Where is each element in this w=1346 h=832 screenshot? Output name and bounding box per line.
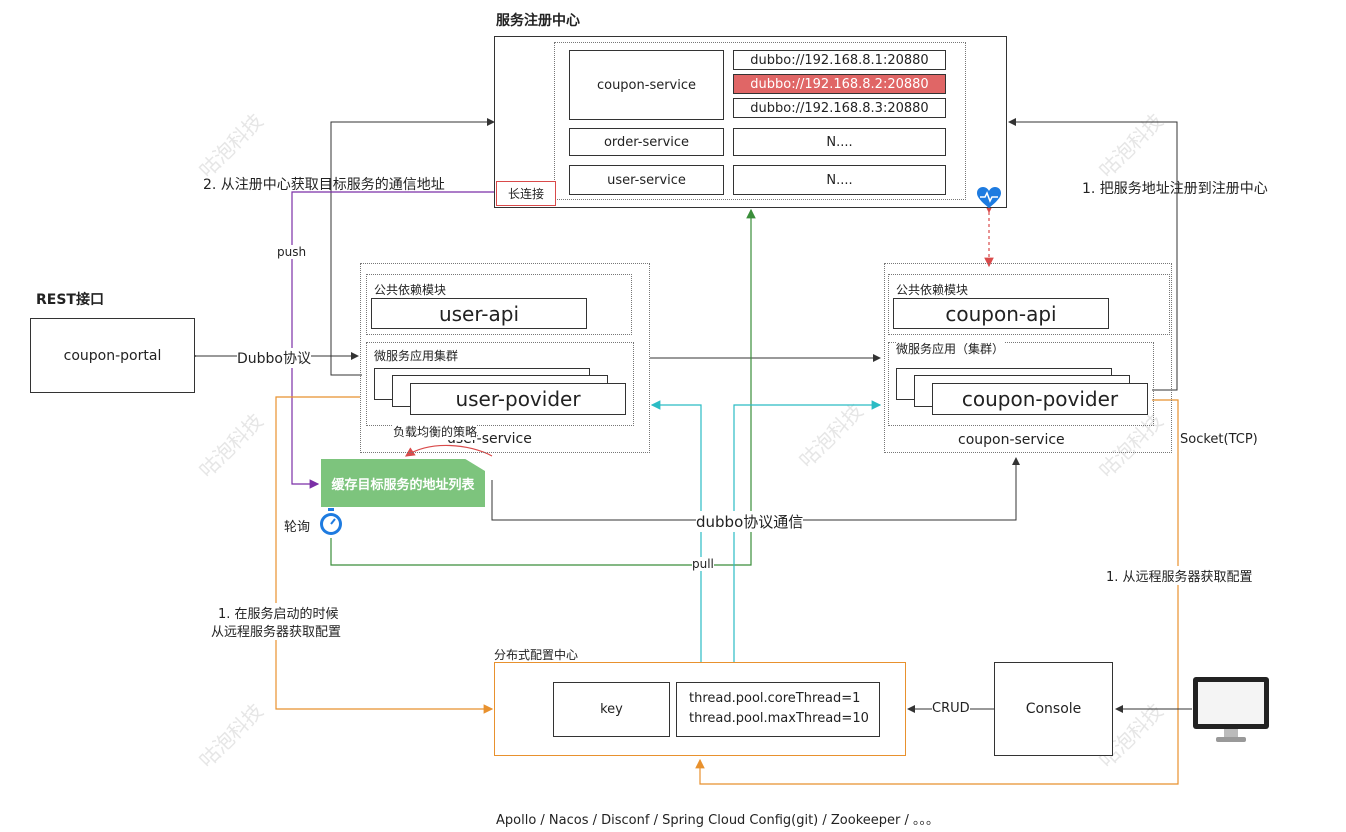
user-common-label: 公共依赖模块 [374,283,447,297]
config-value: thread.pool.coreThread=1 [689,691,861,706]
user-cluster-label: 微服务应用集群 [374,349,459,363]
crud-label: CRUD [932,701,970,716]
registry-inner [554,42,966,200]
load-balance-label: 负载均衡的策略 [393,423,478,440]
registry-title: 服务注册中心 [496,13,580,29]
coupon-cluster [888,342,1154,426]
monitor-icon [1192,676,1270,744]
address-cache-note: 缓存目标服务的地址列表 [321,459,485,507]
user-common-module [366,274,632,335]
heartbeat-icon [976,186,1002,210]
user-provider-box: user-povider [410,383,626,415]
rest-title: REST接口 [36,292,104,308]
pull-label: pull [692,557,714,571]
coupon-cluster-label: 微服务应用（集群） [896,340,1005,357]
registry-service-user: user-service [569,165,724,195]
dubbo-comm-label: dubbo协议通信 [696,511,804,532]
address-cell-highlighted: dubbo://192.168.8.2:20880 [733,74,946,94]
registry-service-order: order-service [569,128,724,156]
startup-label-2: 从远程服务器获取配置 [211,621,342,640]
push-label: push [277,245,307,259]
user-cluster [366,342,634,426]
coupon-common-module [888,274,1170,335]
coupon-service-name: coupon-service [958,432,1065,448]
address-cell: dubbo://192.168.8.3:20880 [733,98,946,118]
config-value: thread.pool.maxThread=10 [689,711,869,726]
address-cell: N.... [733,128,946,156]
registry-service-coupon: coupon-service [569,50,724,120]
step2-label: 2. 从注册中心获取目标服务的通信地址 [203,177,445,193]
user-service-box [360,263,650,453]
config-center-title: 分布式配置中心 [494,648,579,662]
coupon-provider-box: coupon-povider [932,383,1148,415]
config-values-box: thread.pool.coreThread=1 thread.pool.max… [676,682,880,737]
user-api-box: user-api [371,298,587,329]
remote-config-label: 1. 从远程服务器获取配置 [1106,566,1253,585]
step1-label: 1. 把服务地址注册到注册中心 [1082,181,1268,197]
coupon-service-box [884,263,1172,453]
poll-label: 轮询 [284,520,311,535]
long-connection-label: 长连接 [496,181,556,206]
coupon-common-label: 公共依赖模块 [896,283,969,297]
dubbo-protocol-label: Dubbo协议 [237,348,311,368]
startup-label-1: 1. 在服务启动的时候 [218,603,339,622]
console-box: Console [994,662,1113,756]
coupon-api-box: coupon-api [893,298,1109,329]
footer-tools: Apollo / Nacos / Disconf / Spring Cloud … [496,813,940,828]
coupon-portal-box: coupon-portal [30,318,195,393]
address-cell: dubbo://192.168.8.1:20880 [733,50,946,70]
address-cell: N.... [733,165,946,195]
socket-label: Socket(TCP) [1180,432,1258,447]
config-key-box: key [553,682,670,737]
stopwatch-icon [318,508,344,536]
